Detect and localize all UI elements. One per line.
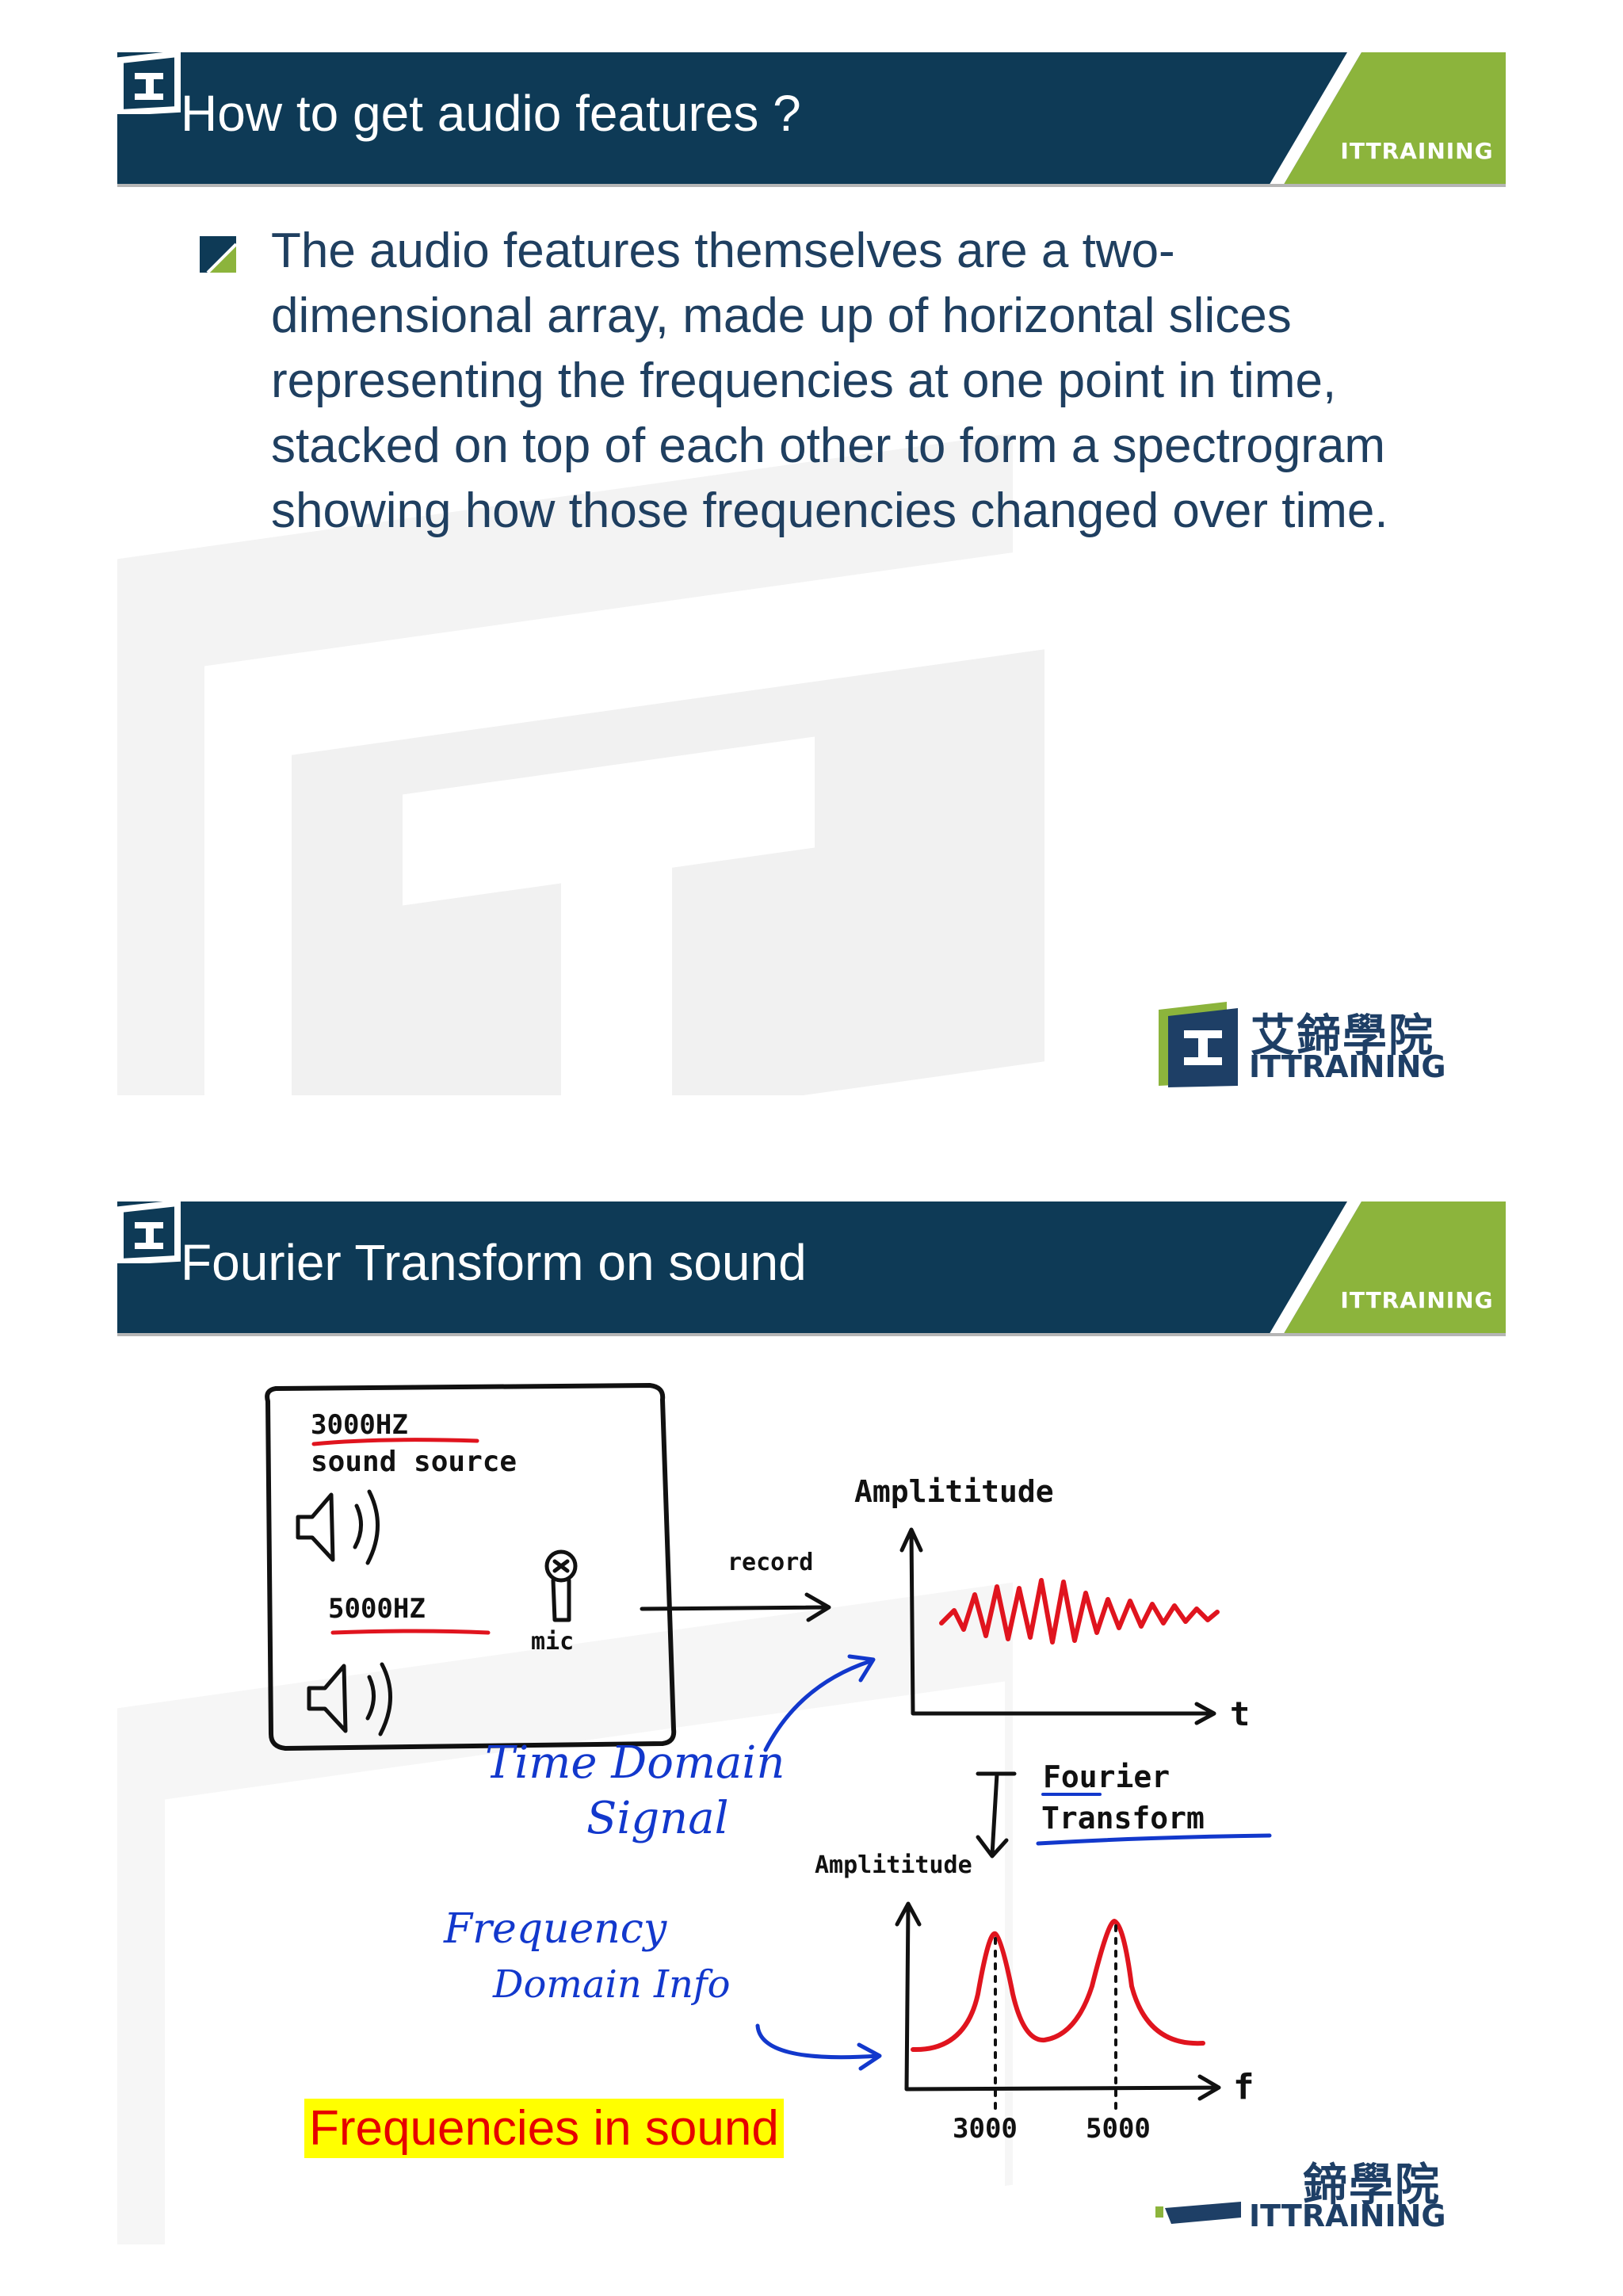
source-box [265,1383,677,1751]
time-domain-arrow [763,1654,876,1752]
footer-logo-fragment [1165,2202,1241,2224]
frequency-domain-label-2: Domain Info [493,1962,731,2007]
underline-3000hz [311,1438,479,1446]
watermark-shape [561,845,672,1095]
mic-label: mic [531,1628,575,1656]
time-domain-label-2: Signal [586,1793,729,1844]
source2-frequency: 5000HZ [328,1593,426,1625]
fourier-label-2: Transform [1041,1801,1205,1836]
bullet-line: The audio features themselves are a two- [271,223,1175,278]
peak1-label: 3000 [953,2113,1018,2145]
footer-english-name: ITTRAINING [1249,1049,1446,1084]
frequency-domain-label-1: Frequency [444,1905,667,1953]
bottom-axis-y-label: Amplititude [815,1851,972,1879]
ittraining-logo-icon [117,1201,181,1263]
slide-title: How to get audio features ? [181,85,801,142]
slide-header: Fourier Transform on sound ITTRAINING [117,1201,1506,1336]
time-domain-wave [939,1578,1220,1645]
bullet-line: representing the frequencies at one poin… [271,353,1337,408]
bullet-marker-icon [200,236,236,273]
speaker-icon-2 [307,1662,392,1736]
footer-chinese-name: 鍗學院 [1303,2160,1441,2211]
footer-chinese-name: 艾鍗學院 [1251,1010,1434,1062]
bottom-axis-x-label: f [1233,2067,1254,2107]
slide-fourier-transform: Fourier Transform on sound ITTRAINING [117,1201,1506,2244]
bottom-axes [895,1901,1221,2101]
bullet-paragraph: The audio features themselves are a two-… [271,219,1412,544]
freq-domain-arrow [755,2023,882,2071]
header-banner [117,1201,1506,1336]
fourier-arrow [976,1771,1017,1859]
record-label: record [727,1549,814,1576]
logo-wordmark: ITTRAINING [1340,138,1494,164]
logo-wordmark: ITTRAINING [1340,1287,1494,1313]
fourier-sketch [265,1383,1272,2224]
slide-audio-features: How to get audio features ? ITTRAINING T… [117,52,1506,1095]
footer-logo-icon [1159,1002,1238,1087]
transform-underline [1036,1833,1272,1846]
footer-logo-fragment [1155,2206,1163,2218]
speaker-icon-1 [296,1489,380,1565]
mic-icon [544,1549,578,1622]
top-axis-x-label: t [1230,1694,1251,1733]
underline-5000hz [330,1629,491,1635]
slide-header: How to get audio features ? ITTRAINING [117,52,1506,187]
top-axis-y-label: Amplititude [854,1474,1054,1509]
source1-label: sound source [311,1446,517,1478]
top-axes [899,1527,1216,1725]
ittraining-logo-icon [117,52,181,114]
bullet-line: stacked on top of each other to form a s… [271,418,1386,473]
peak2-label: 5000 [1086,2113,1151,2145]
fourier-label-1: Fourier [1043,1759,1170,1794]
record-arrow [640,1592,831,1622]
slide-title: Fourier Transform on sound [181,1234,807,1291]
frequencies-caption: Frequencies in sound [304,2099,784,2158]
footer-english-name: ITTRAINING [1249,2199,1446,2233]
bullet-line: showing how those frequencies changed ov… [271,483,1388,538]
spectrum-curve [911,1919,1205,2053]
time-domain-label-1: Time Domain [485,1737,785,1789]
source1-frequency: 3000HZ [311,1409,408,1441]
header-banner [117,52,1506,187]
bullet-line: dimensional array, made up of horizontal… [271,288,1292,343]
